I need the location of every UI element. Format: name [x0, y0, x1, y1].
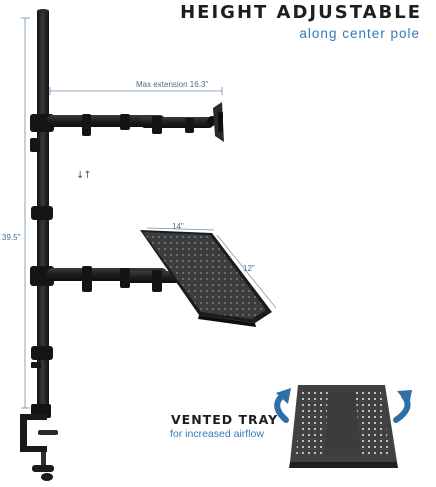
- vesa-plate: [213, 102, 224, 142]
- tray-dimension-lines: [146, 227, 277, 309]
- pole-height-label: 39.5": [2, 233, 21, 242]
- tray-width-label: 14": [172, 222, 184, 231]
- tray-callout-subtitle: for increased airflow: [170, 428, 264, 440]
- upper-arm: [47, 114, 217, 136]
- vented-tray-closeup: [289, 385, 398, 468]
- desk-clamp: [20, 404, 58, 481]
- subheadline: along center pole: [299, 26, 420, 41]
- headline: HEIGHT ADJUSTABLE: [180, 2, 422, 23]
- tray-depth-label: 12": [243, 264, 255, 273]
- height-dimension-line: [21, 17, 30, 409]
- max-extension-label: Max extension 16.3": [136, 80, 209, 89]
- laptop-tray: [140, 230, 272, 327]
- swivel-arrow-icon: [274, 388, 291, 423]
- tray-callout-title: VENTED TRAY: [171, 412, 279, 427]
- height-adjust-arrows-icon: ↓↑: [76, 170, 92, 181]
- swivel-arrow-icon: [393, 390, 412, 423]
- extension-dimension-line: [49, 87, 223, 95]
